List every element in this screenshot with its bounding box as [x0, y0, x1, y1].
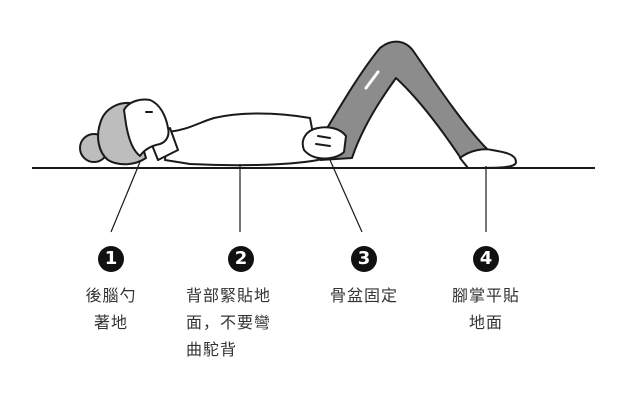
callout-label: 骨盆固定	[316, 282, 412, 309]
leg-highlight	[364, 70, 380, 90]
callout-line: 地面	[468, 313, 503, 332]
callout-line: 著地	[93, 313, 128, 332]
callout-line: 背部緊貼地	[186, 286, 272, 305]
callout-line: 曲駝背	[186, 340, 238, 359]
callout-number: 1	[98, 246, 124, 272]
callout-label: 後腦勺 著地	[70, 282, 152, 336]
leader-line-1	[110, 161, 141, 233]
callout-2: 2 背部緊貼地 面，不要彎 曲駝背	[180, 246, 302, 363]
callout-number: 2	[228, 246, 254, 272]
leg	[319, 40, 489, 161]
callout-label: 背部緊貼地 面，不要彎 曲駝背	[180, 282, 302, 363]
callout-line: 腳掌平貼	[451, 286, 520, 305]
leader-lines	[110, 159, 487, 233]
hand	[301, 126, 347, 160]
foot	[459, 148, 517, 169]
face	[123, 98, 170, 157]
callout-label: 腳掌平貼 地面	[436, 282, 536, 336]
callout-line: 後腦勺	[85, 286, 137, 305]
callout-1: 1 後腦勺 著地	[70, 246, 152, 336]
callout-number: 3	[351, 246, 377, 272]
callout-3: 3 骨盆固定	[316, 246, 412, 309]
finger-lines	[315, 135, 331, 147]
callout-number: 4	[473, 246, 499, 272]
leader-line-3	[329, 159, 363, 233]
callout-4: 4 腳掌平貼 地面	[436, 246, 536, 336]
callout-line: 骨盆固定	[329, 286, 398, 305]
callout-line: 面，不要彎	[186, 313, 272, 332]
lying-person	[79, 40, 517, 169]
torso	[164, 112, 319, 167]
